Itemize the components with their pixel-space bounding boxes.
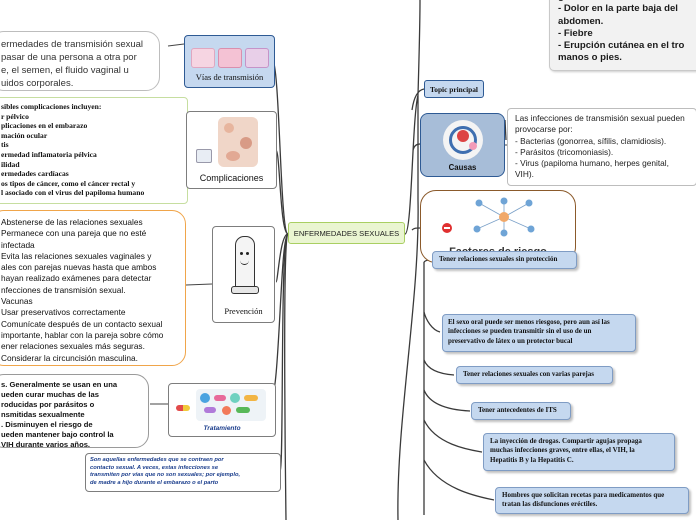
factor-item[interactable]: El sexo oral puede ser menos riesgoso, p…: [442, 314, 636, 352]
topic-principal-label: Topic principal: [430, 84, 478, 94]
definicion-node[interactable]: Son aquellas enfermedades que se contrae…: [85, 453, 281, 492]
tratamiento-node[interactable]: Tratamiento: [168, 383, 276, 437]
factor-item[interactable]: La inyección de drogas. Compartir agujas…: [483, 433, 675, 471]
factor-item[interactable]: Hombres que solicitan recetas para medic…: [495, 487, 689, 514]
topic-principal-node[interactable]: Topic principal: [424, 80, 484, 98]
vias-label: Vías de transmisión: [195, 72, 264, 82]
central-topic-label: ENFERMEDADES SEXUALES: [293, 228, 400, 238]
causas-description-box: Las infecciones de transmisión sexual pu…: [507, 108, 696, 186]
causas-illustration: [439, 120, 487, 160]
connector-causas: [412, 143, 421, 151]
factor-item[interactable]: Tener relaciones sexuales con varias par…: [456, 366, 613, 384]
complicaciones-description: sibles complicaciones incluyen: r pélvic…: [1, 102, 145, 198]
sintomas-note-text: generalizado. - Dolor en la parte baja d…: [558, 0, 685, 64]
vias-node[interactable]: Vías de transmisión: [184, 35, 275, 88]
prevencion-description-box: Abstenerse de las relaciones sexuales Pe…: [0, 210, 186, 366]
prevencion-node[interactable]: Prevención: [212, 226, 275, 323]
connector-complicaciones: [275, 149, 289, 235]
connector-top: [417, 0, 421, 96]
prevencion-label: Prevención: [224, 306, 263, 316]
factor-item[interactable]: Tener antecedentes de ITS: [471, 402, 571, 420]
tratamiento-description-box: s. Generalmente se usan en una ueden cur…: [0, 374, 149, 449]
definicion-text: Son aquellas enfermedades que se contrae…: [90, 457, 241, 486]
factor-item[interactable]: Tener relaciones sexuales sin protección: [432, 251, 577, 269]
prevencion-description: Abstenerse de las relaciones sexuales Pe…: [1, 217, 164, 363]
tratamiento-description: s. Generalmente se usan en una ueden cur…: [1, 380, 118, 449]
connector-definicion: [279, 233, 289, 473]
vias-description: ermedades de transmisión sexual pasar de…: [1, 39, 144, 89]
connector-left-down: [284, 233, 289, 520]
connector-factores: [411, 227, 421, 231]
central-topic[interactable]: ENFERMEDADES SEXUALES: [288, 222, 405, 244]
main-connector-right: [397, 94, 419, 520]
complicaciones-description-box: sibles complicaciones incluyen: r pélvic…: [0, 97, 188, 204]
network-illustration: [469, 197, 539, 237]
connector-topic: [411, 88, 425, 111]
complicaciones-label: Complicaciones: [199, 173, 264, 183]
causas-node[interactable]: Causas: [420, 113, 505, 177]
complicaciones-illustration: [195, 117, 268, 169]
causas-description: Las infecciones de transmisión sexual pu…: [515, 113, 685, 180]
condom-illustration: [227, 236, 261, 300]
sintomas-note: generalizado. - Dolor en la parte baja d…: [549, 0, 696, 71]
vias-description-box: ermedades de transmisión sexual pasar de…: [0, 31, 160, 91]
complicaciones-node[interactable]: Complicaciones: [186, 111, 277, 189]
pills-illustration: [174, 389, 270, 423]
no-entry-icon: [442, 223, 452, 233]
connector-prevencion: [275, 233, 289, 283]
tratamiento-label: Tratamiento: [203, 425, 241, 432]
vias-illustration: [190, 48, 269, 68]
causas-label: Causas: [448, 163, 477, 172]
